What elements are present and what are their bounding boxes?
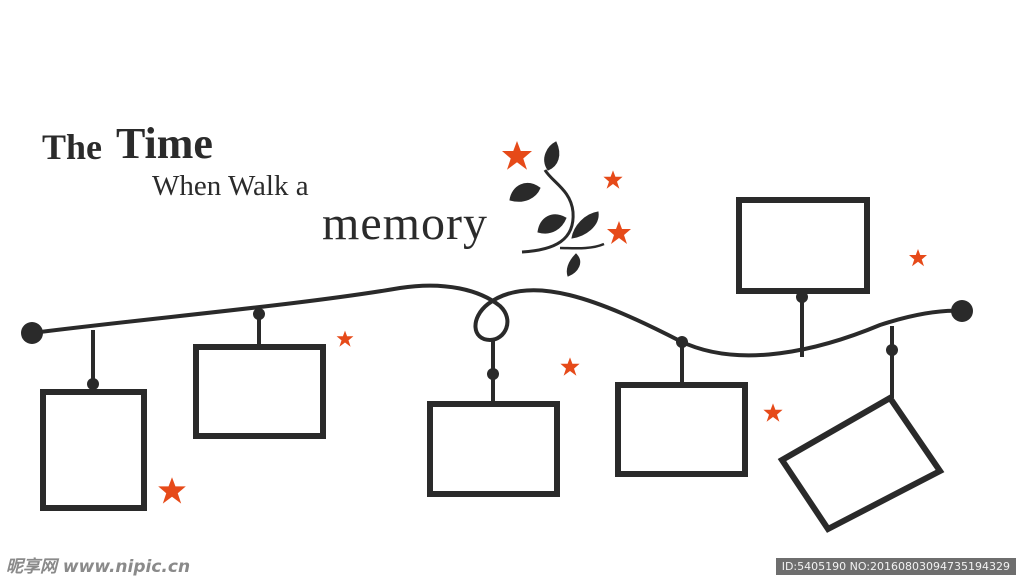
photo-frame-5: [736, 197, 870, 357]
string-end-left: [21, 322, 43, 344]
photo-frame-3: [427, 338, 560, 497]
hanging-string: [30, 283, 964, 358]
photo-frame-6: [777, 326, 945, 533]
photo-frame-1: [40, 330, 147, 511]
string-end-right: [951, 300, 973, 322]
leaf-branch-icon: [509, 141, 605, 277]
heading-memory: memory: [322, 197, 488, 250]
watermark-id: ID:5405190 NO:20160803094735194329: [775, 558, 1016, 575]
photo-frame-2: [193, 308, 326, 439]
flower-icon: [158, 141, 927, 504]
watermark-site: 昵享网 www.nipic.cn: [6, 557, 191, 577]
heading-the: The: [42, 127, 103, 167]
photo-frame-4: [615, 336, 748, 477]
heading-when-walk: When Walk a: [152, 170, 309, 202]
heading-time: Time: [116, 119, 213, 168]
